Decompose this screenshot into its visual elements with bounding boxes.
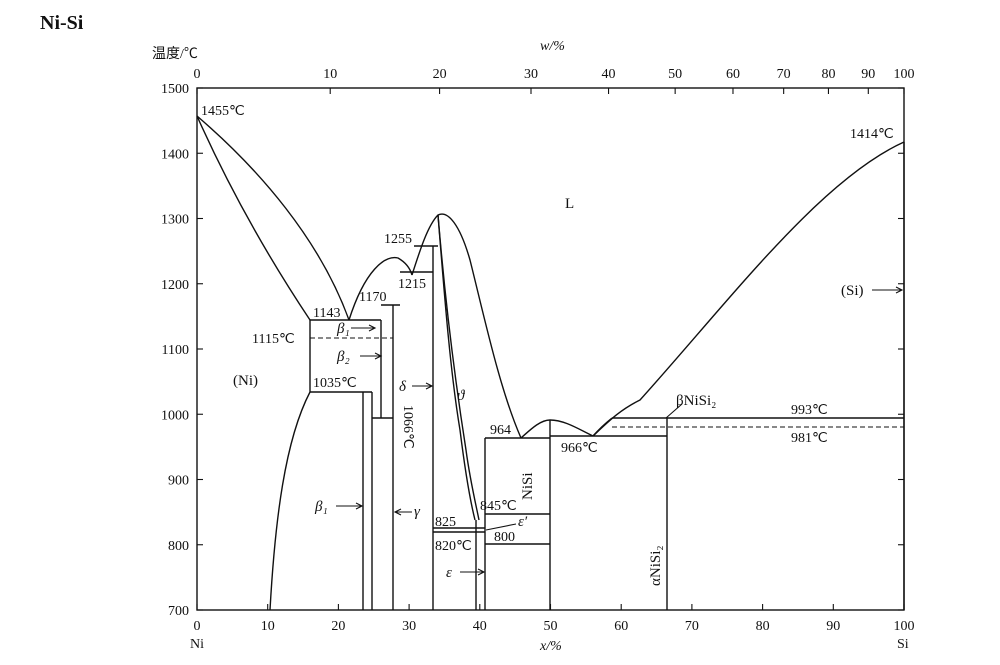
top-tick-label: 20 (433, 67, 447, 82)
top-tick-label: 90 (861, 67, 875, 82)
top-tick-label: 60 (726, 67, 740, 82)
phase-beta1-lower: β₁ (314, 499, 328, 515)
y-tick-label: 1100 (162, 343, 189, 358)
epsilon-arrowhead (477, 568, 486, 576)
x-tick-label: 20 (331, 619, 345, 634)
x-tick-label: 100 (894, 619, 915, 634)
beta-nisi2-leader (665, 403, 683, 419)
label-993: 993℃ (791, 403, 828, 418)
label-981: 981℃ (791, 431, 828, 446)
y-tick-label: 1400 (161, 147, 189, 162)
label-1035: 1035℃ (313, 376, 357, 391)
label-1115: 1115℃ (252, 332, 295, 347)
delta-arrowhead (425, 382, 434, 390)
diagram-title: Ni-Si (40, 12, 84, 34)
label-1455: 1455℃ (201, 104, 245, 119)
phase-beta2: β₂ (336, 349, 350, 365)
y-tick-label: 1300 (161, 213, 189, 228)
label-1066-rotated: 1066℃ (400, 405, 415, 449)
label-1255: 1255 (384, 232, 412, 247)
pointer-arrows (336, 286, 904, 576)
phase-boundaries (196, 115, 905, 611)
y-tick-label: 1500 (161, 82, 189, 97)
phase-ni: (Ni) (233, 373, 258, 389)
phase-delta: δ (399, 379, 407, 395)
label-966: 966℃ (561, 441, 598, 456)
invariant-lines (310, 245, 904, 545)
gamma-arrowhead (393, 508, 402, 516)
ni-solidus-curve (196, 115, 311, 321)
beta1-low-arrowhead (355, 502, 364, 510)
label-1143: 1143 (313, 306, 340, 321)
si-arrowhead (895, 286, 904, 294)
liquidus-hump-curve (348, 256, 413, 321)
y-tick-label: 800 (168, 539, 189, 554)
y-axis-label: 温度/℃ (152, 46, 198, 62)
label-800: 800 (494, 530, 515, 545)
bottom-axis-label: x/% (539, 639, 562, 654)
phase-verticals (362, 142, 905, 610)
x-tick-label: 80 (756, 619, 770, 634)
phase-beta1-upper: β₁ (336, 321, 350, 337)
phase-epsilon-prime: ε′ (518, 514, 528, 530)
top-tick-label: 40 (602, 67, 616, 82)
beta1-arrowhead (368, 324, 377, 332)
phase-alpha-nisi2: αNiSi₂ (648, 545, 664, 586)
top-tick-label: 70 (777, 67, 791, 82)
top-tick-label: 0 (194, 67, 201, 82)
theta-right-boundary (437, 214, 480, 521)
phase-liquid: L (565, 196, 574, 212)
y-tick-label: 700 (168, 604, 189, 619)
si-liquidus-curve (592, 141, 905, 437)
label-845: 845℃ (480, 499, 517, 514)
x-tick-label: 0 (194, 619, 201, 634)
left-element-label: Ni (190, 637, 204, 652)
label-1414: 1414℃ (850, 127, 894, 142)
label-1215: 1215 (398, 277, 426, 292)
y-tick-label: 900 (168, 474, 189, 489)
x-tick-label: 30 (402, 619, 416, 634)
phase-beta-nisi2: βNiSi₂ (676, 393, 716, 409)
top-tick-label: 100 (894, 67, 915, 82)
label-1170: 1170 (359, 290, 386, 305)
x-tick-label: 10 (261, 619, 275, 634)
epsilon-prime-arrow (485, 523, 517, 531)
y-tick-label: 1200 (161, 278, 189, 293)
top-axis-label: w/% (540, 39, 565, 54)
x-tick-label: 70 (685, 619, 699, 634)
ni-solvus-curve (269, 320, 311, 611)
top-tick-label: 80 (821, 67, 835, 82)
label-820: 820℃ (435, 539, 472, 554)
ni-liquidus-curve (196, 115, 350, 321)
top-tick-label: 10 (323, 67, 337, 82)
right-element-label: Si (897, 637, 909, 652)
beta2-arrowhead (374, 352, 383, 360)
label-825: 825 (435, 515, 456, 530)
top-tick-label: 30 (524, 67, 538, 82)
y-tick-label: 1000 (161, 408, 189, 423)
nisi2-liquidus-curve (592, 417, 613, 437)
phase-epsilon: ε (446, 565, 452, 581)
x-tick-label: 60 (614, 619, 628, 634)
phase-si: (Si) (841, 283, 864, 299)
phase-gamma: γ (414, 504, 421, 520)
top-tick-label: 50 (668, 67, 682, 82)
x-tick-label: 90 (826, 619, 840, 634)
x-tick-label: 50 (544, 619, 558, 634)
phase-theta: ϑ (457, 388, 466, 404)
phase-nisi: NiSi (520, 472, 536, 500)
liquidus-peak-curve (411, 213, 522, 439)
x-tick-label: 40 (473, 619, 487, 634)
label-964: 964 (490, 423, 511, 438)
